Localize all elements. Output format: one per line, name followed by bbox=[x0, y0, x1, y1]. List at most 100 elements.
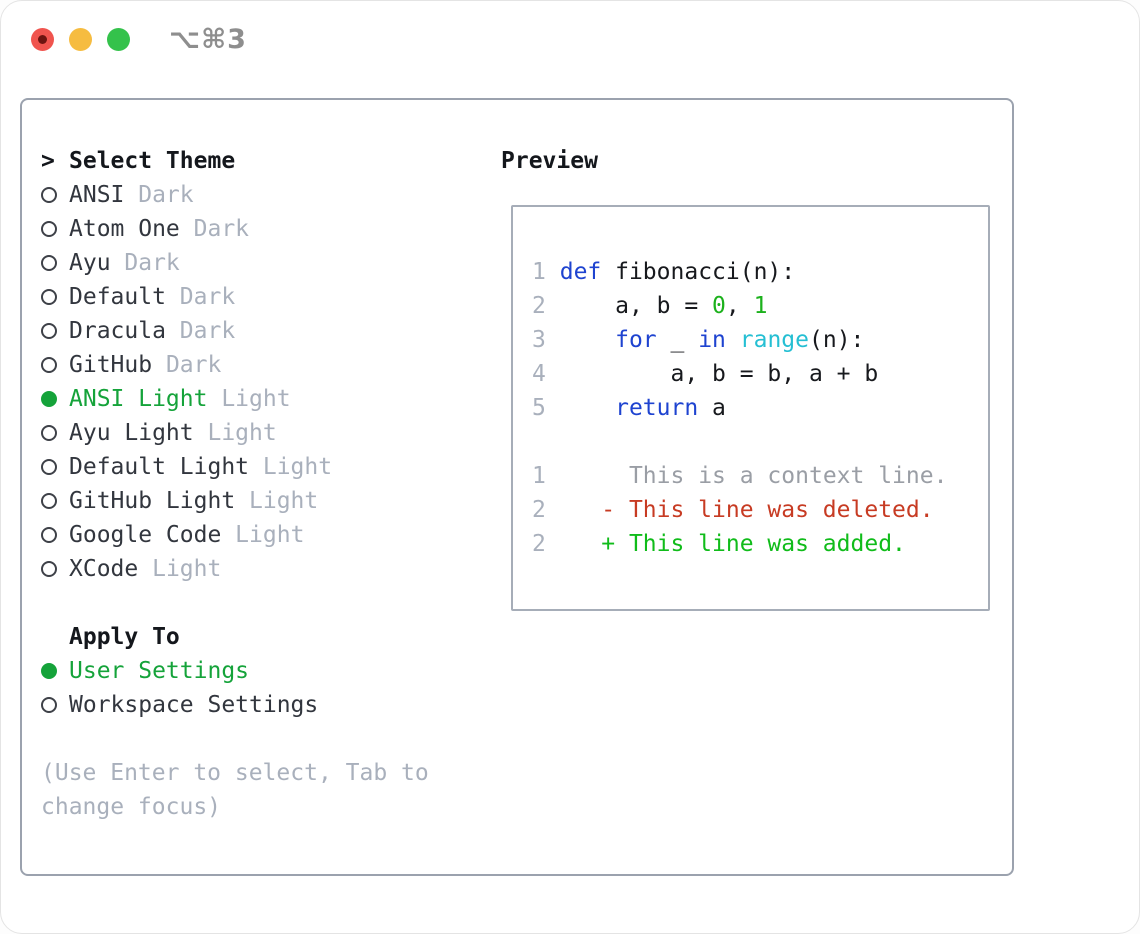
token-num: 4 bbox=[532, 361, 546, 387]
code-line: 2 - This line was deleted. bbox=[532, 493, 988, 527]
token-sp bbox=[546, 531, 601, 557]
token-plain: (n): bbox=[809, 327, 865, 353]
theme-option-ansi[interactable]: ANSI Dark bbox=[41, 178, 429, 212]
theme-option-label: GitHub Light Light bbox=[69, 484, 318, 518]
theme-option-atom-one[interactable]: Atom One Dark bbox=[41, 212, 429, 246]
theme-option-github[interactable]: GitHub Dark bbox=[41, 348, 429, 382]
theme-option-default[interactable]: Default Dark bbox=[41, 280, 429, 314]
hint-text: change focus) bbox=[41, 794, 222, 820]
theme-option-ayu[interactable]: Ayu Dark bbox=[41, 246, 429, 280]
theme-variant-tag: Light bbox=[221, 522, 305, 548]
theme-option-xcode[interactable]: XCode Light bbox=[41, 552, 429, 586]
code-line: 1 def fibonacci(n): bbox=[532, 255, 988, 289]
radio-slot bbox=[41, 255, 69, 271]
radio-icon bbox=[41, 323, 57, 339]
token-deleted: - This line was deleted. bbox=[601, 497, 934, 523]
theme-name: Default Light bbox=[69, 454, 250, 480]
apply-option-label: Workspace Settings bbox=[69, 692, 319, 718]
hint-text: (Use Enter to select, Tab to bbox=[41, 760, 429, 786]
preview-title: Preview bbox=[501, 148, 598, 174]
theme-name: Dracula bbox=[69, 318, 166, 344]
radio-icon bbox=[41, 527, 57, 543]
code-line: 5 return a bbox=[532, 391, 988, 425]
code-line: 2 a, b = 0, 1 bbox=[532, 289, 988, 323]
token-plain bbox=[726, 327, 740, 353]
theme-option-default-light[interactable]: Default Light Light bbox=[41, 450, 429, 484]
code-line: 4 a, b = b, a + b bbox=[532, 357, 988, 391]
theme-variant-tag: Dark bbox=[179, 216, 250, 242]
theme-option-dracula[interactable]: Dracula Dark bbox=[41, 314, 429, 348]
radio-icon bbox=[41, 493, 57, 509]
theme-option-label: GitHub Dark bbox=[69, 348, 221, 382]
prompt-slot: > bbox=[41, 144, 69, 178]
token-context: This is a context line. bbox=[628, 463, 948, 489]
theme-variant-tag: Light bbox=[249, 454, 333, 480]
theme-variant-tag: Dark bbox=[165, 318, 236, 344]
theme-option-label: Ayu Light Light bbox=[69, 416, 277, 450]
code-line: 2 + This line was added. bbox=[532, 527, 988, 561]
theme-variant-tag: Dark bbox=[165, 284, 236, 310]
radio-slot bbox=[41, 459, 69, 475]
radio-icon bbox=[41, 425, 57, 441]
apply-option-user-settings[interactable]: User Settings bbox=[41, 654, 429, 688]
code-line bbox=[532, 425, 988, 459]
theme-name: Default bbox=[69, 284, 166, 310]
token-num: 2 bbox=[532, 293, 546, 319]
token-num: 1 bbox=[532, 463, 546, 489]
theme-option-github-light[interactable]: GitHub Light Light bbox=[41, 484, 429, 518]
theme-variant-tag: Dark bbox=[124, 182, 194, 208]
radio-selected-icon bbox=[41, 391, 57, 407]
minimize-button[interactable] bbox=[69, 27, 92, 51]
token-sp bbox=[546, 361, 671, 387]
token-plain: , bbox=[725, 293, 754, 319]
apply-option-workspace-settings[interactable]: Workspace Settings bbox=[41, 688, 429, 722]
theme-option-label: ANSI Dark bbox=[69, 178, 194, 212]
radio-slot bbox=[41, 323, 69, 339]
code-line: 1 This is a context line. bbox=[532, 459, 988, 493]
apply-to-header-row: Apply To bbox=[41, 620, 429, 654]
theme-variant-tag: Dark bbox=[152, 352, 222, 378]
token-sp bbox=[546, 395, 615, 421]
radio-icon bbox=[41, 187, 57, 203]
radio-slot bbox=[41, 221, 69, 237]
token-plain: a, b = bbox=[615, 293, 713, 319]
radio-slot bbox=[41, 289, 69, 305]
token-numlit: 1 bbox=[753, 293, 768, 319]
token-kw: return bbox=[615, 395, 699, 421]
maximize-button[interactable] bbox=[107, 27, 130, 51]
theme-option-ansi-light[interactable]: ANSI Light Light bbox=[41, 382, 429, 416]
radio-icon bbox=[41, 561, 57, 577]
token-sp bbox=[546, 293, 615, 319]
theme-option-google-code[interactable]: Google Code Light bbox=[41, 518, 429, 552]
close-button[interactable] bbox=[31, 27, 54, 51]
radio-slot bbox=[41, 561, 69, 577]
theme-option-label: Atom One Dark bbox=[69, 212, 249, 246]
radio-slot bbox=[41, 493, 69, 509]
token-added: + This line was added. bbox=[601, 531, 906, 557]
token-sp bbox=[546, 463, 629, 489]
theme-name: GitHub Light bbox=[69, 488, 236, 514]
radio-icon bbox=[41, 289, 57, 305]
radio-slot bbox=[41, 663, 69, 679]
token-plain: fibonacci(n): bbox=[601, 259, 796, 285]
token-kw: for bbox=[615, 327, 657, 353]
token-num: 3 bbox=[532, 327, 546, 353]
radio-icon bbox=[41, 255, 57, 271]
keyboard-shortcut-indicator: ⌥⌘3 bbox=[169, 24, 247, 55]
theme-name: ANSI bbox=[69, 182, 125, 208]
apply-to-header: Apply To bbox=[69, 624, 180, 650]
token-plain: a bbox=[698, 395, 726, 421]
radio-slot bbox=[41, 391, 69, 407]
radio-selected-icon bbox=[41, 663, 57, 679]
prompt-icon: > bbox=[41, 148, 55, 174]
record-dot-icon bbox=[38, 34, 47, 44]
theme-option-label: ANSI Light Light bbox=[69, 382, 291, 416]
theme-name: ANSI Light bbox=[69, 386, 208, 412]
apply-option-label: User Settings bbox=[69, 658, 250, 684]
token-num: 2 bbox=[532, 497, 546, 523]
theme-option-ayu-light[interactable]: Ayu Light Light bbox=[41, 416, 429, 450]
theme-name: XCode bbox=[69, 556, 139, 582]
